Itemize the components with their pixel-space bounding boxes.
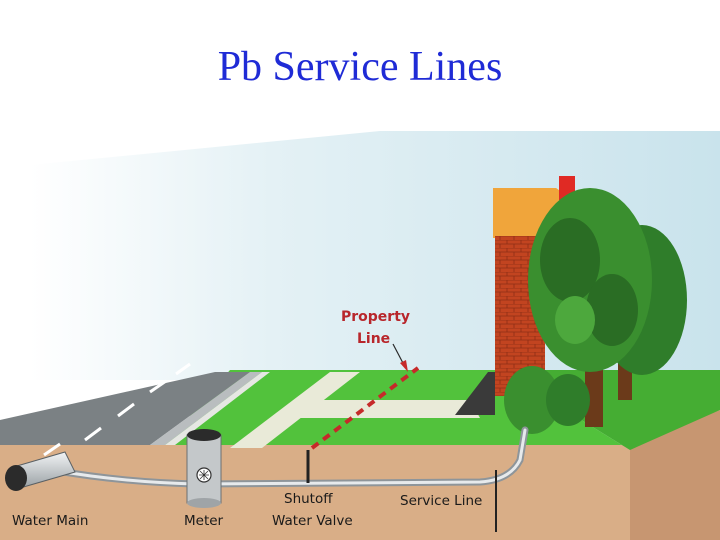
tree-main (528, 188, 652, 427)
water-main-label: Water Main (12, 513, 88, 529)
shutoff-label-1: Shutoff (284, 491, 333, 507)
sidewalk-curb (165, 372, 270, 445)
bushes (504, 366, 590, 434)
soil-side-right (630, 410, 720, 540)
road (0, 372, 250, 445)
meter-label: Meter (184, 513, 224, 529)
property-line-label-2: Line (357, 331, 390, 347)
shutoff-label-2: Water Valve (272, 513, 353, 529)
service-line-label: Service Line (400, 493, 482, 509)
house-steps (455, 372, 495, 415)
slide-title: Pb Service Lines (217, 44, 503, 90)
walkway (290, 400, 480, 418)
property-line-label-1: Property (341, 309, 410, 325)
road-edge (150, 372, 262, 445)
water-main-pipe (5, 451, 76, 491)
meter-box (186, 429, 222, 508)
